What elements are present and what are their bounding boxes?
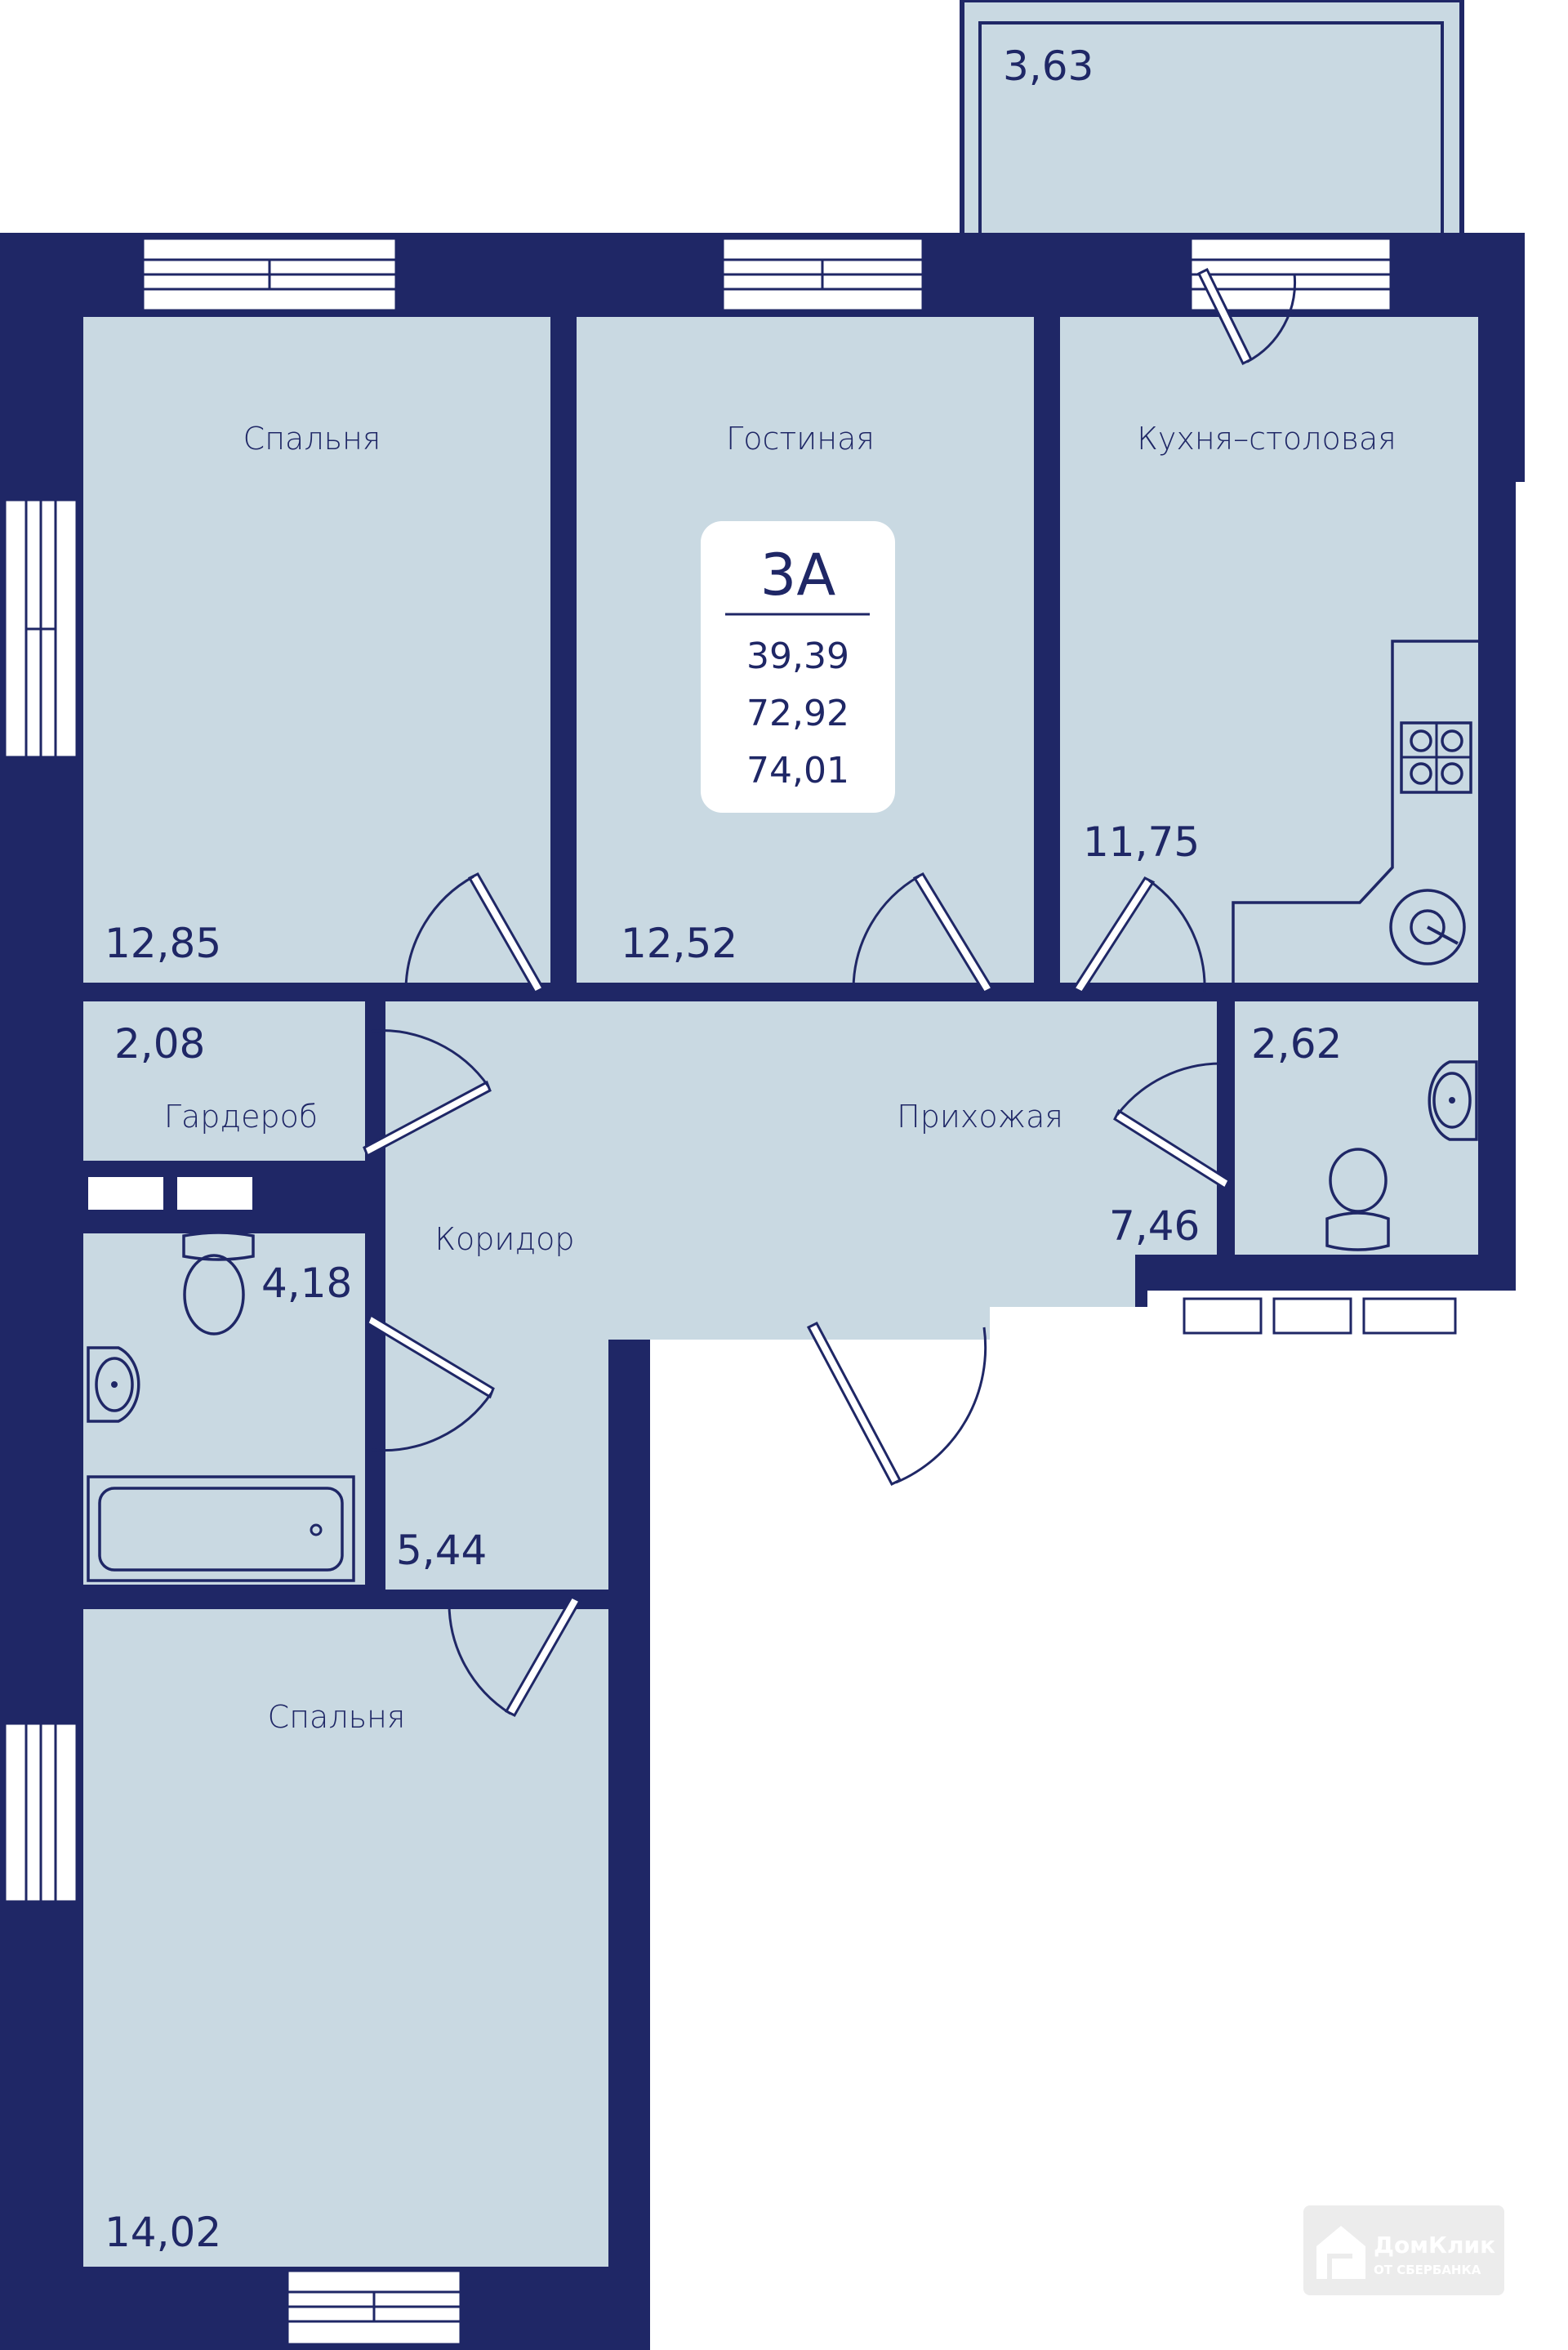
- total-area-with-balcony-value: 74,01: [746, 750, 849, 792]
- apartment-badge: 3А 39,39 72,92 74,01: [701, 521, 895, 813]
- apartment-type: 3А: [760, 542, 836, 609]
- doors: [363, 267, 1297, 1717]
- kitchen-counter: [1232, 640, 1478, 984]
- bedroom-2-floor: [83, 1609, 608, 2267]
- living-area-value: 39,39: [746, 635, 849, 677]
- door-entrance: [806, 1322, 987, 1486]
- toilet-icon: [1325, 1148, 1390, 1251]
- door-living: [852, 872, 995, 994]
- corridor-floor: [385, 1001, 608, 1590]
- door-wardrobe: [363, 1029, 492, 1158]
- total-area-value: 72,92: [746, 693, 849, 734]
- window-bedroom-2-left: [3, 1722, 78, 1903]
- room-floors: [83, 317, 1478, 2267]
- window-living-top: [721, 237, 924, 312]
- hallway-area: 7,46: [1109, 1202, 1200, 1250]
- logo-tagline: ОТ СБЕРБАНКА: [1374, 2263, 1481, 2277]
- room-labels: 3,63 Спальня 12,85 Гостиная 12,52 Кухня–…: [105, 42, 1396, 2256]
- window-kitchen-top: [1189, 237, 1392, 312]
- logo-name: ДомКлик: [1374, 2232, 1495, 2259]
- fixtures: [87, 640, 1478, 1582]
- kitchen-name: Кухня–столовая: [1137, 421, 1396, 457]
- bedroom-1-name: Спальня: [243, 421, 381, 457]
- bathroom-sink-icon: [87, 1346, 140, 1423]
- corridor-name: Коридор: [434, 1221, 574, 1257]
- windows: [3, 237, 1457, 2346]
- living-room-name: Гостиная: [726, 421, 875, 457]
- balcony: [960, 0, 1464, 239]
- bathroom-toilet-icon: [182, 1231, 255, 1336]
- hallway-name: Прихожая: [897, 1099, 1063, 1135]
- window-bedroom-2-bottom: [286, 2269, 462, 2346]
- living-room-area: 12,52: [621, 920, 737, 967]
- bathtub-icon: [87, 1475, 355, 1582]
- corridor-small-area: 5,44: [396, 1527, 487, 1574]
- window-bedroom-1-top: [141, 237, 398, 312]
- bedroom-2-area: 14,02: [105, 2209, 221, 2256]
- wardrobe-name: Гардероб: [164, 1099, 318, 1135]
- door-bedroom-1: [404, 872, 546, 994]
- bedroom-2-name: Спальня: [268, 1699, 406, 1735]
- bathroom-area: 4,18: [261, 1260, 352, 1307]
- kitchen-sink-icon: [1389, 889, 1466, 965]
- door-balcony: [1196, 267, 1297, 366]
- domclick-logo: ДомКлик ОТ СБЕРБАНКА: [1303, 2205, 1504, 2295]
- door-kitchen: [1071, 876, 1206, 994]
- toilet-area: 2,62: [1251, 1020, 1342, 1068]
- wardrobe-floor: [83, 1001, 365, 1161]
- washbasin-icon: [1428, 1060, 1478, 1141]
- bedroom-1-area: 12,85: [105, 920, 221, 967]
- balcony-area: 3,63: [1003, 42, 1094, 90]
- bedroom-1-floor: [83, 317, 550, 983]
- door-toilet: [1113, 1062, 1231, 1191]
- door-bathroom: [366, 1313, 495, 1452]
- stove-icon: [1400, 721, 1472, 794]
- kitchen-floor: [1060, 317, 1478, 983]
- house-icon: [1316, 2226, 1365, 2279]
- door-bedroom-2: [448, 1595, 582, 1717]
- wardrobe-area: 2,08: [114, 1020, 205, 1068]
- window-bedroom-1-left: [3, 498, 78, 759]
- window-toilet-bottom: [1183, 1297, 1457, 1335]
- kitchen-area: 11,75: [1083, 818, 1200, 866]
